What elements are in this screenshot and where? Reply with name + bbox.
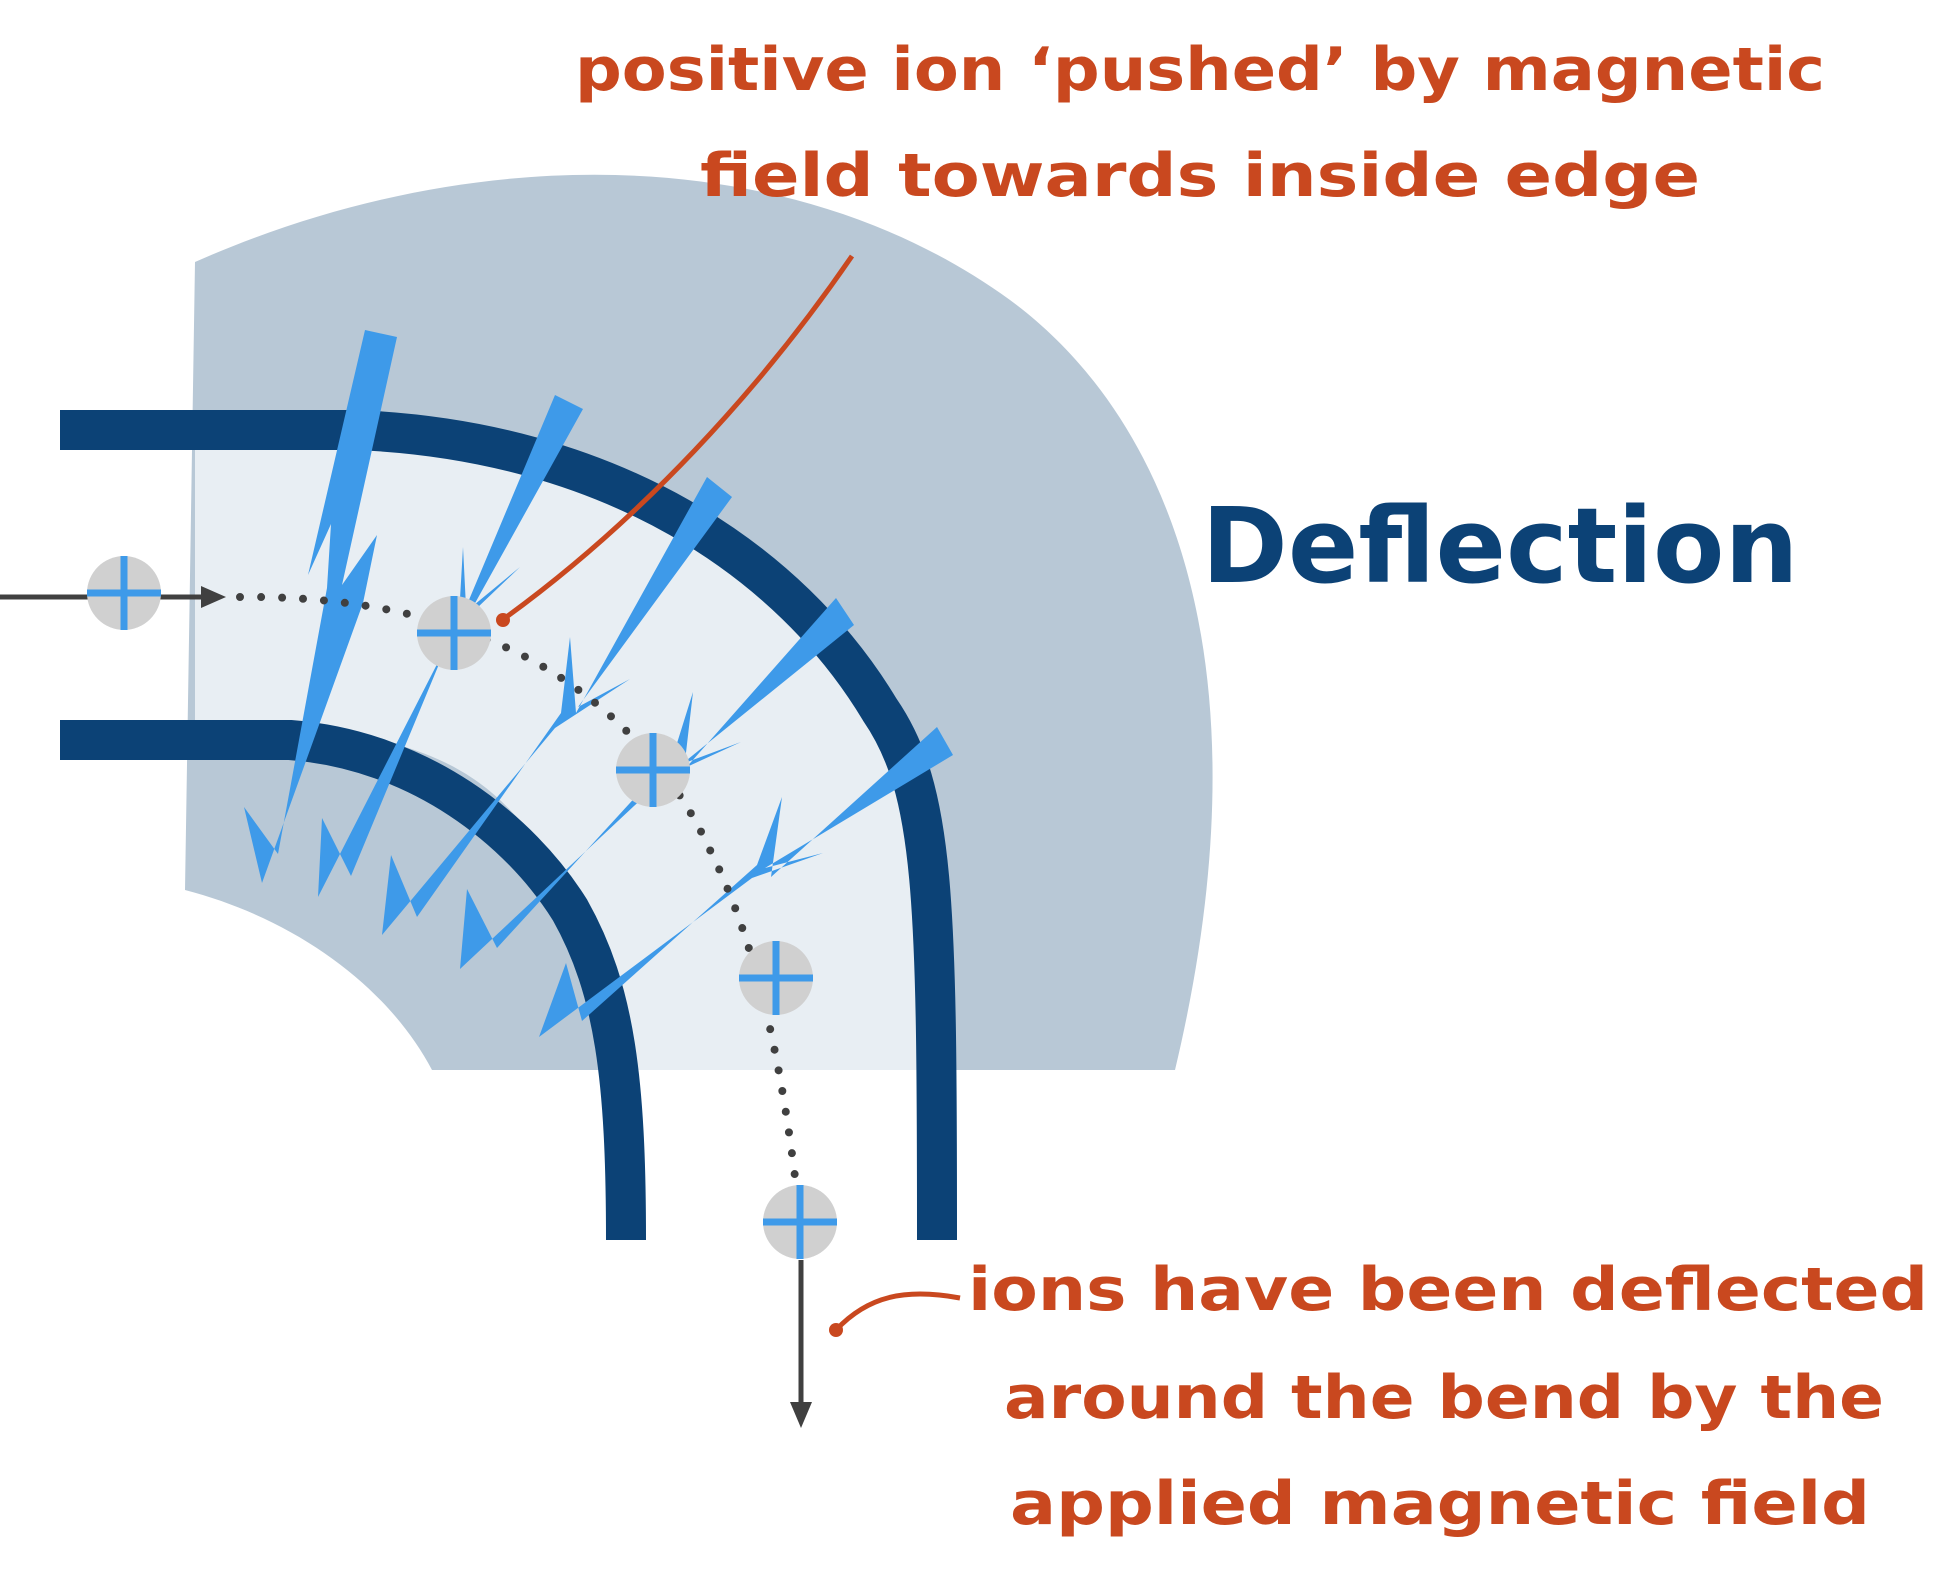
magnetic-field-arrow — [539, 727, 953, 1037]
positive-ion-icon — [739, 941, 813, 1015]
top-annotation-line-1: positive ion ‘pushed’ by magnetic — [575, 35, 1825, 105]
positive-ions — [87, 556, 837, 1259]
top-annotation-leader-dot — [496, 613, 510, 627]
positive-ion-icon — [616, 733, 690, 807]
bottom-annotation-line-2: around the bend by the — [1004, 1363, 1884, 1433]
bottom-annotation-leader — [834, 1291, 961, 1332]
positive-ion-icon — [417, 596, 491, 670]
positive-ion-icon — [763, 1185, 837, 1259]
ion-path-arrow — [201, 586, 226, 608]
top-annotation-line-2: field towards inside edge — [700, 141, 1700, 211]
magnetic-field-arrow — [382, 477, 732, 935]
bottom-annotation-line-3: applied magnetic field — [1010, 1469, 1870, 1539]
bottom-annotation-leader-dot — [829, 1323, 843, 1337]
ion-path-arrow — [790, 1402, 812, 1428]
magnetic-field-arrow — [318, 395, 583, 897]
positive-ion-icon — [87, 556, 161, 630]
top-annotation-leader — [503, 254, 855, 621]
diagram-title: Deflection — [1202, 485, 1799, 607]
magnetic-field-arrow — [244, 330, 397, 883]
bottom-annotation-line-1: ions have been deflected — [968, 1255, 1928, 1325]
